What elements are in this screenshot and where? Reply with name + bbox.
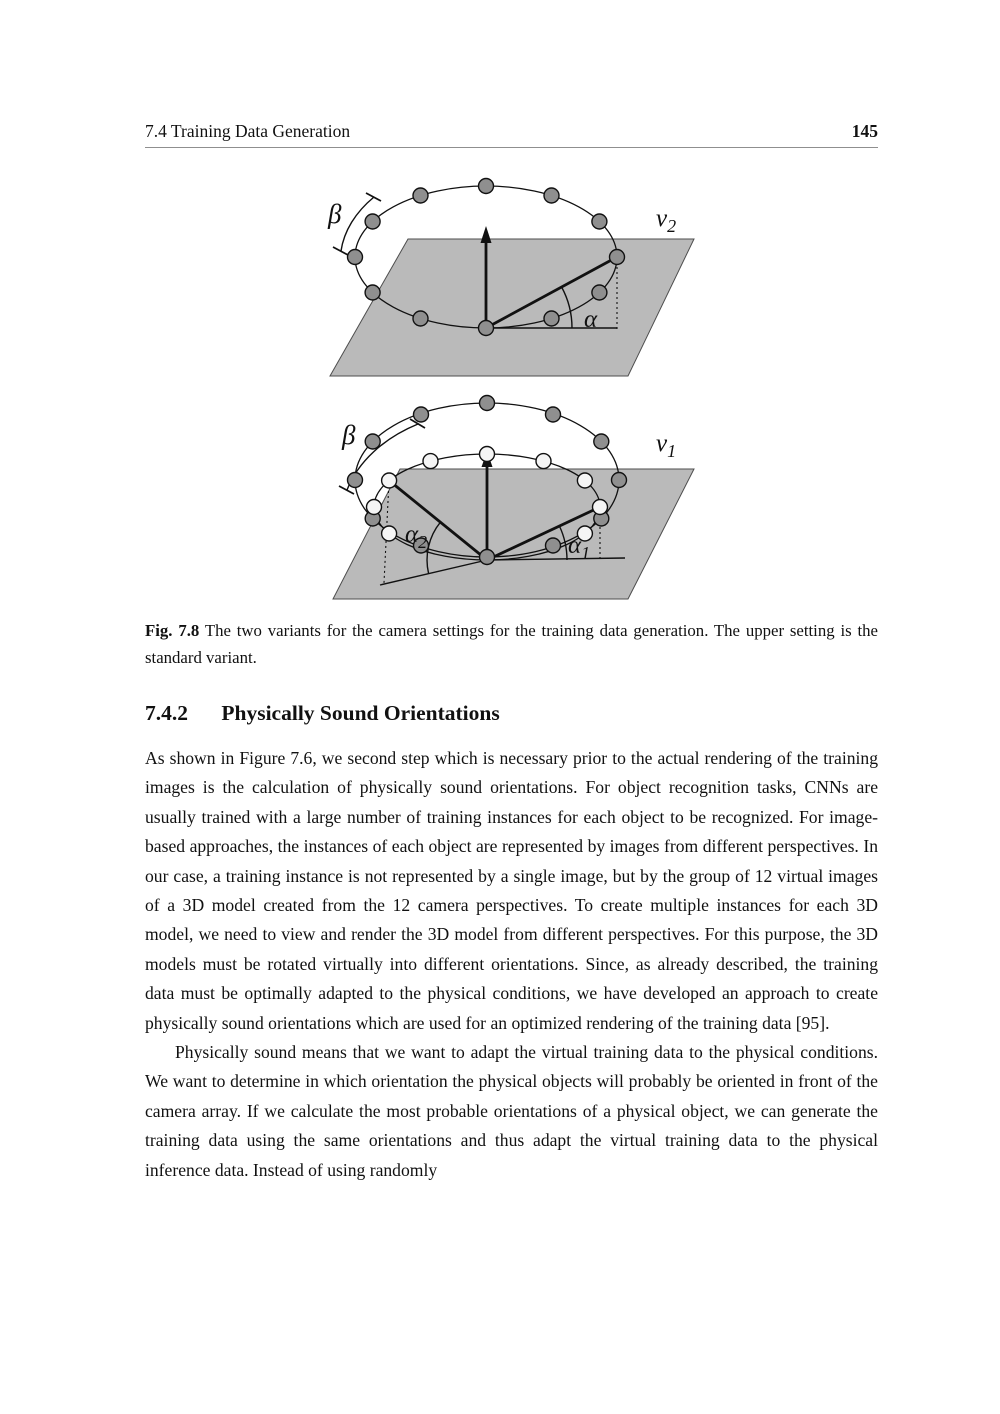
section-heading: 7.4.2 Physically Sound Orientations bbox=[145, 701, 878, 726]
paragraph: Physically sound means that we want to a… bbox=[145, 1042, 878, 1180]
camera-dot bbox=[346, 471, 364, 489]
camera-dot bbox=[478, 548, 496, 566]
section-title: Physically Sound Orientations bbox=[221, 701, 500, 725]
header-section-title: 7.4 Training Data Generation bbox=[145, 121, 351, 141]
alpha1-subscript: 1 bbox=[581, 543, 590, 563]
camera-dot bbox=[576, 525, 594, 542]
figure-caption-label: Fig. 7.8 bbox=[145, 621, 200, 640]
alpha-angle-arc bbox=[560, 286, 573, 329]
camera-dots-top bbox=[346, 177, 626, 337]
alpha2-base: α bbox=[405, 521, 419, 548]
running-header: 7.4 Training Data Generation 145 bbox=[145, 121, 878, 142]
camera-dot bbox=[477, 319, 495, 337]
camera-dot bbox=[380, 525, 398, 542]
camera-dot bbox=[591, 498, 609, 516]
beta-arc-tick bbox=[332, 246, 349, 256]
view-vector-left bbox=[388, 479, 488, 562]
camera-dot bbox=[412, 406, 430, 423]
beta-angle-arc bbox=[340, 196, 375, 252]
paragraph: As shown in Figure 7.6, we second step w… bbox=[145, 748, 878, 1033]
beta-arc-tick bbox=[338, 485, 355, 495]
figure-7-8-diagram: β α v2 bbox=[327, 177, 695, 600]
alpha2-subscript: 2 bbox=[418, 532, 427, 552]
camera-dot bbox=[422, 452, 439, 470]
camera-dot bbox=[544, 537, 562, 554]
beta-arc-tick bbox=[365, 192, 382, 202]
camera-dot bbox=[544, 406, 562, 423]
camera-dot bbox=[610, 471, 628, 489]
camera-dot bbox=[364, 433, 381, 450]
alpha1-base: α bbox=[568, 532, 582, 559]
beta-label: β bbox=[341, 420, 356, 450]
camera-dot bbox=[365, 498, 383, 516]
reference-line-left bbox=[379, 559, 488, 586]
camera-dot bbox=[477, 177, 495, 195]
reference-line-right bbox=[486, 557, 626, 561]
camera-dot bbox=[535, 452, 552, 470]
camera-dot bbox=[364, 213, 381, 230]
camera-dot bbox=[412, 537, 430, 554]
view-vector bbox=[485, 255, 618, 330]
alpha1-label: α1 bbox=[568, 532, 590, 563]
view-vector-right bbox=[486, 505, 601, 562]
figure-caption: Fig. 7.8 The two variants for the camera… bbox=[145, 618, 878, 671]
v1-subscript: 1 bbox=[667, 441, 676, 461]
camera-dot bbox=[412, 310, 429, 327]
top-diagram: β α v2 bbox=[327, 177, 695, 377]
beta-label: β bbox=[327, 199, 342, 229]
camera-dot bbox=[591, 284, 608, 301]
camera-dot bbox=[364, 284, 381, 301]
camera-dot bbox=[543, 310, 560, 327]
camera-dots-inner-ring bbox=[365, 445, 609, 542]
v2-label: v2 bbox=[656, 205, 676, 236]
v2-subscript: 2 bbox=[667, 216, 676, 236]
beta-arc-tick bbox=[409, 418, 426, 429]
camera-dot bbox=[380, 472, 398, 489]
body-text: As shown in Figure 7.6, we second step w… bbox=[145, 744, 878, 1185]
camera-dot bbox=[591, 213, 608, 230]
v2-base: v bbox=[656, 205, 668, 232]
section-number: 7.4.2 bbox=[145, 701, 188, 725]
camera-dot bbox=[608, 248, 626, 266]
figure-caption-text: The two variants for the camera settings… bbox=[145, 621, 878, 667]
header-rule bbox=[145, 147, 878, 148]
bottom-diagram: β v1 α2 α1 bbox=[332, 394, 695, 600]
v1-base: v bbox=[656, 430, 668, 457]
page-number: 145 bbox=[851, 121, 878, 141]
camera-dot bbox=[543, 187, 560, 204]
camera-dot bbox=[412, 187, 429, 204]
alpha-label: α bbox=[584, 306, 598, 333]
camera-dot bbox=[478, 394, 496, 412]
camera-dot bbox=[576, 472, 594, 489]
camera-dot bbox=[478, 445, 496, 463]
alpha1-angle-arc bbox=[558, 525, 568, 561]
camera-plane bbox=[329, 238, 695, 377]
normal-arrow-head bbox=[480, 226, 492, 243]
v1-label: v1 bbox=[656, 430, 676, 461]
camera-dot bbox=[346, 248, 364, 266]
camera-dot bbox=[593, 433, 610, 450]
alpha2-label: α2 bbox=[405, 521, 427, 552]
